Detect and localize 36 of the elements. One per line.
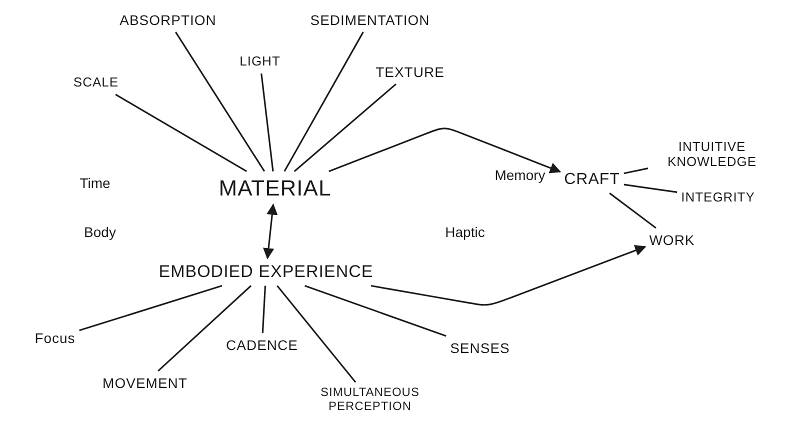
connector-line bbox=[79, 285, 222, 332]
concept-text: Focus bbox=[34, 330, 76, 346]
concept-text: TEXTURE bbox=[376, 64, 444, 80]
concept-text: SENSES bbox=[450, 340, 510, 356]
connector-line bbox=[260, 73, 274, 172]
connector-line bbox=[175, 32, 266, 172]
concept-text: INTEGRITY bbox=[681, 190, 755, 206]
connector-line bbox=[294, 83, 396, 172]
arrow bbox=[370, 245, 646, 306]
arrow bbox=[328, 128, 562, 174]
connector-line bbox=[158, 285, 252, 372]
concept-text: INTUITIVE KNOWLEDGE bbox=[652, 140, 772, 170]
concept-text: MATERIAL bbox=[218, 175, 332, 201]
connector-line bbox=[262, 286, 266, 333]
concept-text: LIGHT bbox=[240, 54, 280, 70]
concept-text: EMBODIED EXPERIENCE bbox=[158, 262, 374, 282]
connector-line bbox=[276, 285, 356, 383]
arrow bbox=[262, 204, 278, 260]
note-text: Haptic bbox=[445, 224, 485, 240]
concept-text: CADENCE bbox=[226, 336, 298, 354]
connector-line bbox=[624, 168, 648, 174]
note-text: Time bbox=[80, 174, 110, 192]
concept-text: MOVEMENT bbox=[102, 374, 188, 392]
concept-text: SIMULTANEOUS PERCEPTION bbox=[295, 386, 445, 414]
concept-text: CRAFT bbox=[564, 170, 620, 190]
connector-line bbox=[609, 192, 656, 229]
connector-line bbox=[624, 184, 678, 193]
connector-line bbox=[284, 32, 364, 172]
concept-text: WORK bbox=[649, 232, 695, 248]
note-text: Body bbox=[84, 224, 116, 240]
connector-line bbox=[304, 285, 446, 337]
concept-text: ABSORPTION bbox=[120, 12, 216, 28]
concept-text: SEDIMENTATION bbox=[310, 12, 430, 28]
concept-text: SCALE bbox=[73, 76, 119, 90]
note-text: Memory bbox=[494, 166, 546, 184]
connector-line bbox=[115, 94, 248, 172]
